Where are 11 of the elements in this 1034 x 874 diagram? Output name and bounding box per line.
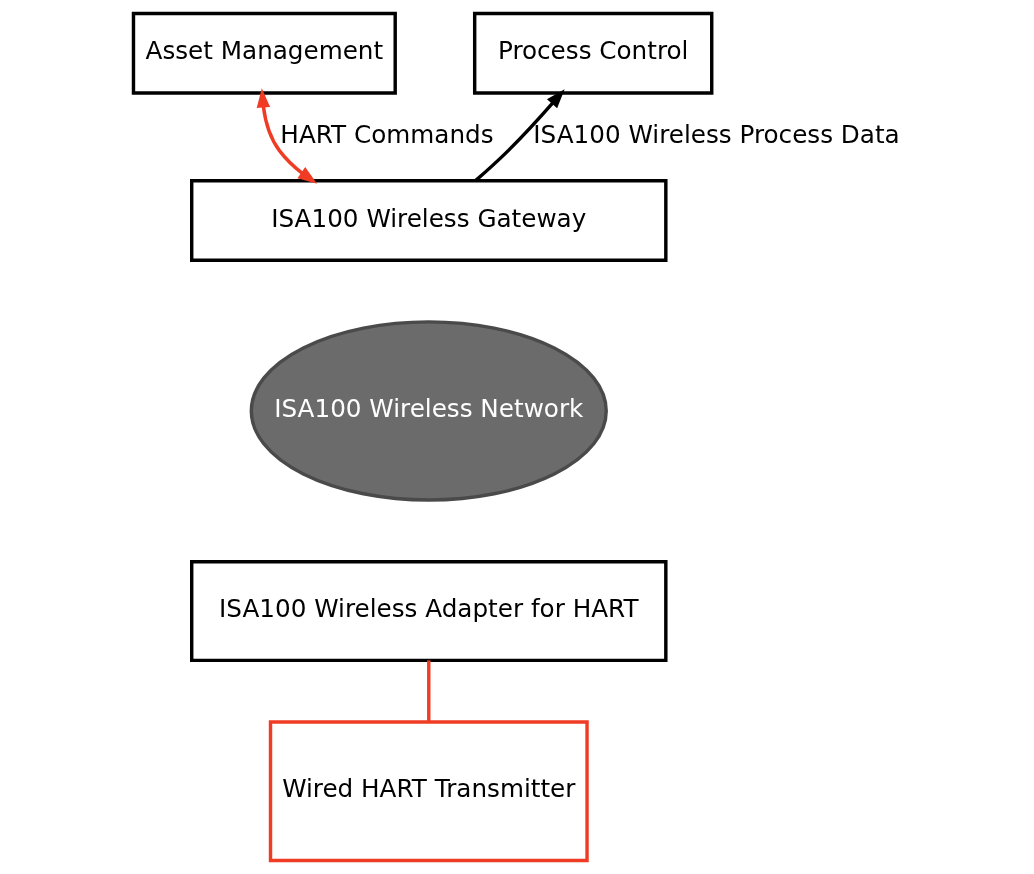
arrow [473,89,565,182]
node-box: Wired HART Transmitter [268,720,589,863]
connector [426,660,430,722]
node-ellipse: ISA100 Wireless Network [249,320,608,502]
node-box: ISA100 Wireless Adapter for HART [189,559,668,663]
edge-label: HART Commands [279,119,494,149]
node-box: ISA100 Wireless Gateway [189,179,668,262]
arrow [256,88,317,184]
node-box: Process Control [472,11,713,95]
node-box: Asset Management [131,11,397,95]
edge-label: ISA100 Wireless Process Data [532,119,900,149]
